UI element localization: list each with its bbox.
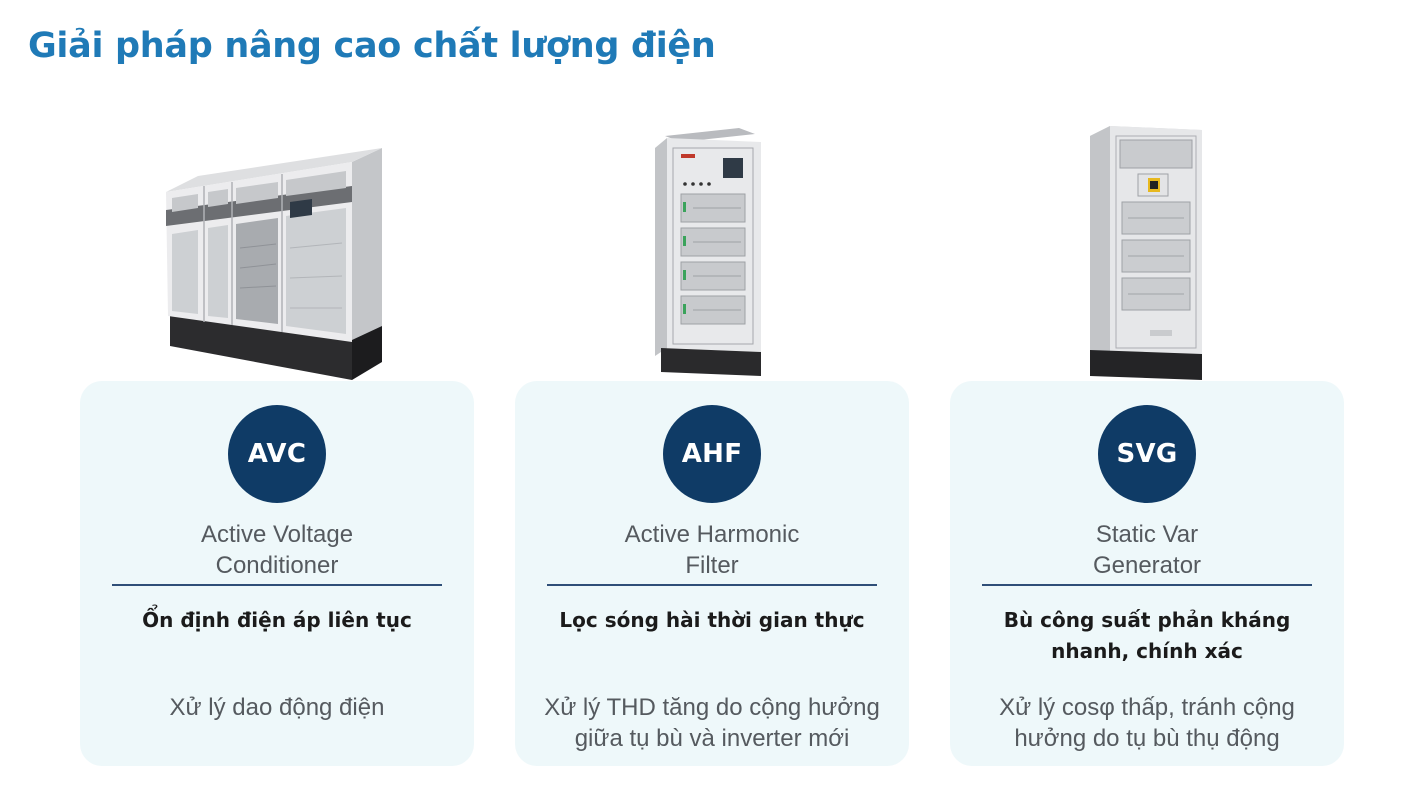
slide-title: Giải pháp nâng cao chất lượng điện (28, 26, 716, 66)
product-svg: SVG Static Var Generator Bù công suất ph… (950, 0, 1344, 792)
headline-line: Bù công suất phản kháng (1003, 608, 1291, 632)
headline-line: Ổn định điện áp liên tục (142, 608, 412, 632)
headline-line: nhanh, chính xác (1051, 639, 1243, 663)
product-name-line: Generator (1092, 552, 1202, 579)
product-full-name: Active Voltage Conditioner (100, 519, 454, 581)
product-headline: Bù công suất phản kháng nhanh, chính xác (966, 605, 1328, 667)
card-divider (547, 584, 877, 586)
description-line: Xử lý cosφ thấp, tránh cộng (999, 694, 1295, 721)
product-headline: Lọc sóng hài thời gian thực (531, 605, 893, 636)
product-badge: SVG (1098, 405, 1196, 503)
svg-cabinet-image (950, 118, 1344, 382)
product-card: AHF Active Harmonic Filter Lọc sóng hài … (515, 381, 909, 766)
description-line: Xử lý dao động điện (169, 694, 385, 721)
product-name-line: Static Var (1095, 521, 1199, 548)
ahf-cabinet-image (515, 118, 909, 382)
product-ahf: AHF Active Harmonic Filter Lọc sóng hài … (515, 0, 909, 792)
product-name-line: Active Voltage (200, 521, 354, 548)
product-badge: AHF (663, 405, 761, 503)
product-name-line: Filter (685, 552, 739, 579)
card-divider (112, 584, 442, 586)
product-headline: Ổn định điện áp liên tục (96, 605, 458, 636)
description-line: hưởng do tụ bù thụ động (1014, 725, 1280, 752)
product-description: Xử lý THD tăng do cộng hưởng giữa tụ bù … (525, 692, 899, 754)
product-full-name: Active Harmonic Filter (535, 519, 889, 581)
product-name-line: Active Harmonic (624, 521, 800, 548)
card-divider (982, 584, 1312, 586)
product-full-name: Static Var Generator (970, 519, 1324, 581)
description-line: giữa tụ bù và inverter mới (574, 725, 850, 752)
product-badge: AVC (228, 405, 326, 503)
product-avc: AVC Active Voltage Conditioner Ổn định đ… (80, 0, 474, 792)
headline-line: Lọc sóng hài thời gian thực (559, 608, 865, 632)
description-line: Xử lý THD tăng do cộng hưởng (544, 694, 880, 721)
product-description: Xử lý dao động điện (90, 692, 464, 723)
product-card: SVG Static Var Generator Bù công suất ph… (950, 381, 1344, 766)
product-name-line: Conditioner (215, 552, 339, 579)
product-description: Xử lý cosφ thấp, tránh cộng hưởng do tụ … (960, 692, 1334, 754)
product-card: AVC Active Voltage Conditioner Ổn định đ… (80, 381, 474, 766)
avc-cabinet-image (80, 118, 474, 382)
